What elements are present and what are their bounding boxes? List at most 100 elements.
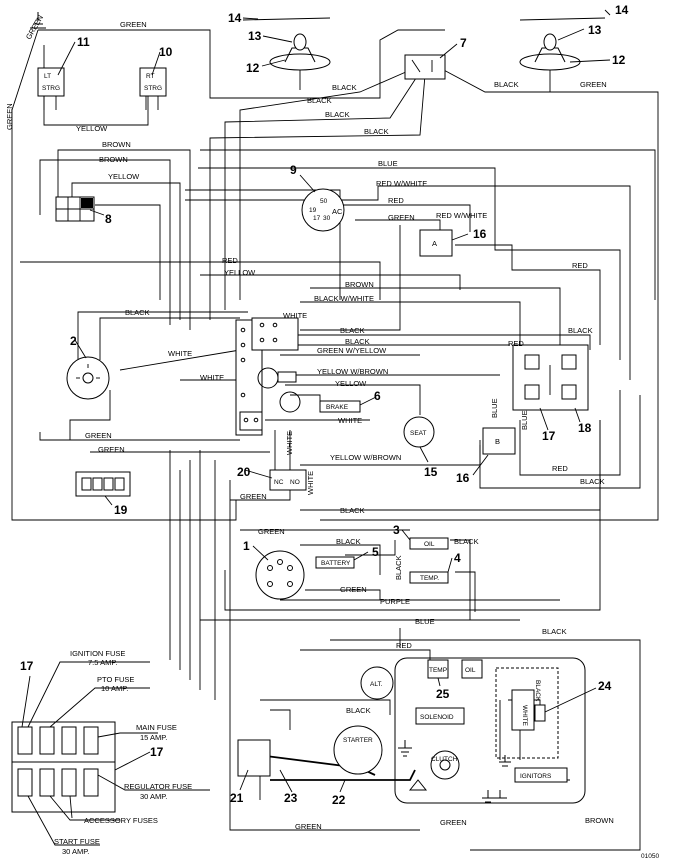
wire-label-white-20b: WHITE [306,471,315,495]
wire-label-black-bottom: BLACK [542,627,567,636]
starter: STARTER [333,725,383,775]
callout-11: 11 [77,35,90,49]
wire-label-white-24: WHITE [521,705,528,727]
nc-label: NC [274,479,284,486]
wire-label-red-9: RED [388,196,404,205]
wire-label-green-19a: GREEN [85,431,112,440]
battery-label: BATTERY [321,560,351,567]
callout-7: 7 [460,36,467,50]
relay-7 [404,54,446,80]
switch-20: NC NO [269,469,307,491]
start-fuse-amp: 30 AMP. [62,847,89,856]
callout-8: 8 [105,212,112,226]
pto-fuse-amp: 10 AMP. [101,684,128,693]
solenoid: SOLENOID [415,707,465,725]
wire-label-black-5: BLACK [336,537,361,546]
callout-4: 4 [454,551,461,565]
right-steering-switch: RT STRG [139,67,167,110]
connector-8 [55,196,95,222]
terminal-30: 30 [323,215,331,222]
wire-label-green-16: GREEN [388,213,415,222]
wire-label-white-20a: WHITE [285,431,294,455]
wire-label-brown-mid: BROWN [345,280,374,289]
seat-label: SEAT [410,430,427,437]
main-fuse-label: MAIN FUSE [136,723,177,732]
wire-label-black-c1: BLACK [340,326,365,335]
callout-17-fuse-a: 17 [20,659,34,673]
work-light-right [519,17,606,92]
callout-20: 20 [237,465,251,479]
regulator-21 [237,739,271,777]
clutch: CLUTCH [430,750,460,780]
wire-label-yellow-w-brown-2: YELLOW W/BROWN [330,453,401,462]
wire-label-redw-16: RED W/WHITE [436,211,487,220]
wire-label-black-17: BLACK [580,477,605,486]
work-light-left [242,17,331,90]
wire-label-yellow-8: YELLOW [108,172,140,181]
callout-25: 25 [436,687,450,701]
wire-label-black-2: BLACK [125,308,150,317]
fuse-labels: IGNITION FUSE 7.5 AMP. PTO FUSE 10 AMP. … [54,649,192,856]
wire-label-green-bottom: GREEN [295,822,322,831]
wire-label-black-solenoid: BLACK [346,706,371,715]
wire-label-yellow-c: YELLOW [335,379,367,388]
terminal-19: 19 [309,207,317,214]
connector-9: 50 19 17 30 AC [301,188,345,232]
leader-lines [21,9,611,793]
wire-label-white-2: WHITE [168,349,192,358]
wire-label-green-1: GREEN [258,527,285,536]
callout-14-right: 14 [615,3,629,17]
wire-label-green-bottom-2: GREEN [440,818,467,827]
terminal-ac: AC [332,207,343,216]
wire-label-blue-18: BLUE [520,410,529,430]
callout-15: 15 [424,465,438,479]
callout-12-left: 12 [246,61,260,75]
wire-label-black-long: BLACK [340,506,365,515]
wire-label-red-left: RED [222,256,238,265]
wire-label-redw-9: RED W/WHITE [376,179,427,188]
callout-16-top: 16 [473,227,487,241]
seat-switch: SEAT [403,416,435,448]
regulator-fuse-amp: 30 AMP. [140,792,167,801]
key-switch-2 [66,356,110,400]
wire-label-black-18: BLACK [568,326,593,335]
callout-22: 22 [332,793,346,807]
wire-label-black-white-mid: BLACK W/WHITE [314,294,374,303]
wire-label-yellow-left: YELLOW [224,268,256,277]
main-fuse-amp: 15 AMP. [140,733,167,742]
callout-24: 24 [598,679,612,693]
wire-label-brown-2: BROWN [99,155,128,164]
wires [11,29,659,851]
wire-label-red-right: RED [572,261,588,270]
wire-label-black-c2: BLACK [345,337,370,346]
oil-sender-label: OIL [465,667,476,674]
ignitors: IGNITORS [514,767,568,783]
no-label: NO [290,479,300,486]
wire-label-white-6: WHITE [338,416,362,425]
callout-17-fuse-b: 17 [150,745,164,759]
wire-label-brown-1: BROWN [102,140,131,149]
callout-21: 21 [230,791,244,805]
battery-indicator: BATTERY [315,556,355,569]
strg-label-right: STRG [144,85,162,92]
wire-label-green-left: GREEN [5,103,14,130]
oil-label: OIL [424,541,435,548]
wire-label-blue-bottom: BLUE [415,617,435,626]
wire-label-green-corner: GREEN [24,13,45,41]
wire-label-purple: PURPLE [380,597,410,606]
wire-labels: GREEN GREEN GREEN YELLOW BLACK BLACK BLA… [5,13,614,831]
wire-label-green-14r: GREEN [580,80,607,89]
main-harness-plug [235,317,301,436]
wire-label-red-18: RED [508,339,524,348]
wire-label-black-7c: BLACK [325,110,350,119]
callout-14-left: 14 [228,11,242,25]
wire-label-green-w-yellow: GREEN W/YELLOW [317,346,387,355]
regulator-fuse-label: REGULATOR FUSE [124,782,192,791]
temp-indicator: TEMP. [409,571,449,584]
wire-label-black-7a: BLACK [332,83,357,92]
wire-label-yellow-top: YELLOW [76,124,108,133]
figure-code: 01050 [641,853,659,860]
wire-label-black-7b: BLACK [307,96,332,105]
